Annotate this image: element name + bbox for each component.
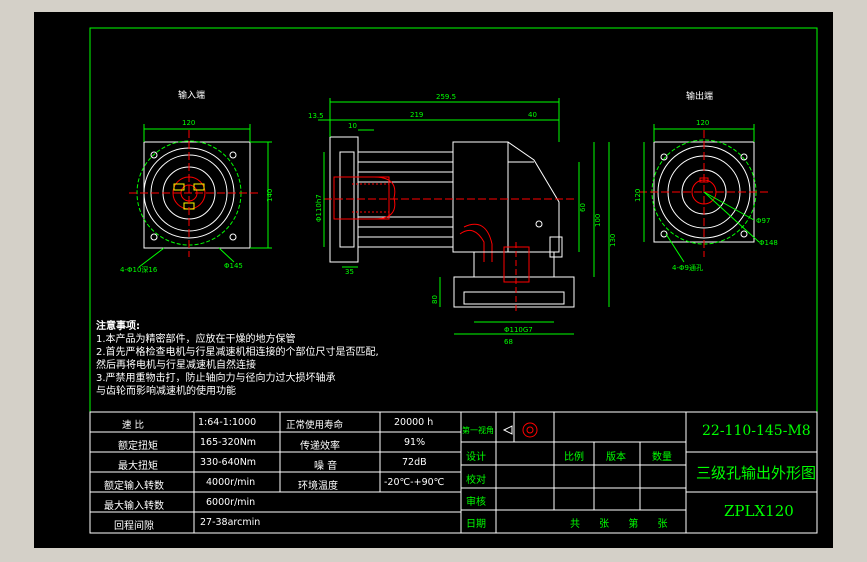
input-pcd-dim: Φ145 bbox=[224, 262, 243, 270]
note-line-5: 与齿轮而影响减速机的使用功能 bbox=[96, 386, 236, 397]
spec-backlash-label: 回程间隙 bbox=[114, 521, 154, 532]
date-label: 日期 bbox=[466, 519, 486, 530]
projection-label: 第一视角 bbox=[462, 426, 494, 435]
spec-max-torque-value: 330-640Nm bbox=[200, 457, 257, 468]
projection-symbol bbox=[502, 422, 538, 438]
note-line-2: 2.首先严格检查电机与行星减速机相连接的个部位尺寸是否匹配, bbox=[96, 347, 379, 358]
note-line-1: 1.本产品为精密部件，应放在干燥的地方保管 bbox=[96, 334, 296, 345]
scale-label: 比例 bbox=[564, 452, 584, 463]
spec-life-value: 20000 h bbox=[394, 417, 434, 428]
note-line-3: 然后再将电机与行星减速机自然连接 bbox=[96, 360, 256, 371]
version-label: 版本 bbox=[606, 452, 626, 463]
input-height-dim: 140 bbox=[266, 189, 274, 202]
spec-temp-label: 环境温度 bbox=[298, 481, 338, 492]
sheet-count-label: 共 张 第 张 bbox=[570, 519, 676, 530]
spec-backlash-value: 27-38arcmin bbox=[200, 517, 261, 528]
side-view bbox=[318, 98, 610, 335]
dim-110g7: Φ110G7 bbox=[504, 326, 533, 334]
input-width-dim: 120 bbox=[182, 119, 195, 127]
bottom-gutter bbox=[0, 548, 867, 562]
design-label: 设计 bbox=[466, 452, 486, 463]
out-97-dim: Φ97 bbox=[756, 217, 770, 225]
spec-rated-torque-value: 165-320Nm bbox=[200, 437, 257, 448]
model-number: ZPLX120 bbox=[724, 502, 794, 520]
drawing-code: 22-110-145-M8 bbox=[702, 423, 811, 439]
length-219-dim: 219 bbox=[410, 111, 423, 119]
dim-10: 10 bbox=[348, 122, 357, 130]
title-block-grid bbox=[460, 411, 818, 534]
spec-efficiency-label: 传递效率 bbox=[300, 441, 340, 452]
qty-label: 数量 bbox=[652, 452, 672, 463]
dim-110h7: Φ110h7 bbox=[315, 194, 323, 222]
spec-noise-value: 72dB bbox=[402, 457, 427, 468]
spec-rated-torque-label: 额定扭矩 bbox=[118, 441, 158, 452]
total-length-dim: 259.5 bbox=[436, 93, 456, 101]
dim-68: 68 bbox=[504, 338, 513, 346]
review-label: 审核 bbox=[466, 497, 486, 508]
spec-rated-speed-label: 额定输入转数 bbox=[104, 481, 164, 492]
drawing-viewport[interactable]: 输入端 120 140 4-Φ10深16 Φ145 bbox=[34, 12, 833, 548]
spec-ratio-value: 1:64-1:1000 bbox=[198, 417, 257, 428]
out-bolt-dim: 4-Φ9通孔 bbox=[672, 263, 703, 272]
input-bolt-dim: 4-Φ10深16 bbox=[120, 265, 158, 274]
drawing-canvas[interactable]: 输入端 120 140 4-Φ10深16 Φ145 bbox=[34, 12, 833, 548]
out-width-dim: 120 bbox=[696, 119, 709, 127]
note-line-4: 3.严禁用重物击打，防止轴向力与径向力过大损坏轴承 bbox=[96, 373, 336, 384]
length-40-dim: 40 bbox=[528, 111, 537, 119]
notes-title: 注意事项: bbox=[96, 321, 140, 332]
right-gutter bbox=[833, 0, 867, 562]
left-gutter bbox=[0, 0, 34, 562]
spec-ratio-label: 速 比 bbox=[122, 420, 145, 431]
spec-efficiency-value: 91% bbox=[404, 437, 426, 448]
out-height-dim: 120 bbox=[634, 189, 642, 202]
spec-max-speed-value: 6000r/min bbox=[206, 497, 256, 508]
dim-60: 60 bbox=[579, 203, 587, 212]
spec-max-torque-label: 最大扭矩 bbox=[118, 461, 158, 472]
out-148-dim: Φ148 bbox=[759, 239, 778, 247]
dim-100: 100 bbox=[594, 214, 602, 227]
dim-35: 35 bbox=[345, 268, 354, 276]
input-end-view bbox=[129, 124, 272, 268]
spec-life-label: 正常使用寿命 bbox=[286, 420, 344, 431]
dim-80: 80 bbox=[431, 295, 439, 304]
output-end-view bbox=[639, 124, 769, 263]
input-end-label: 输入端 bbox=[178, 89, 205, 101]
spec-temp-value: -20℃-+90℃ bbox=[384, 477, 445, 488]
spec-max-speed-label: 最大输入转数 bbox=[104, 501, 164, 512]
dim-130: 130 bbox=[609, 234, 617, 247]
dim-13-5: 13.5 bbox=[308, 112, 324, 120]
drawing-title: 三级孔输出外形图 bbox=[696, 464, 817, 482]
spec-table-grid bbox=[89, 411, 462, 534]
spec-noise-label: 噪 音 bbox=[314, 461, 338, 472]
top-gutter bbox=[0, 0, 867, 12]
output-end-label: 输出端 bbox=[686, 90, 713, 102]
spec-rated-speed-value: 4000r/min bbox=[206, 477, 256, 488]
check-label: 校对 bbox=[466, 475, 486, 486]
